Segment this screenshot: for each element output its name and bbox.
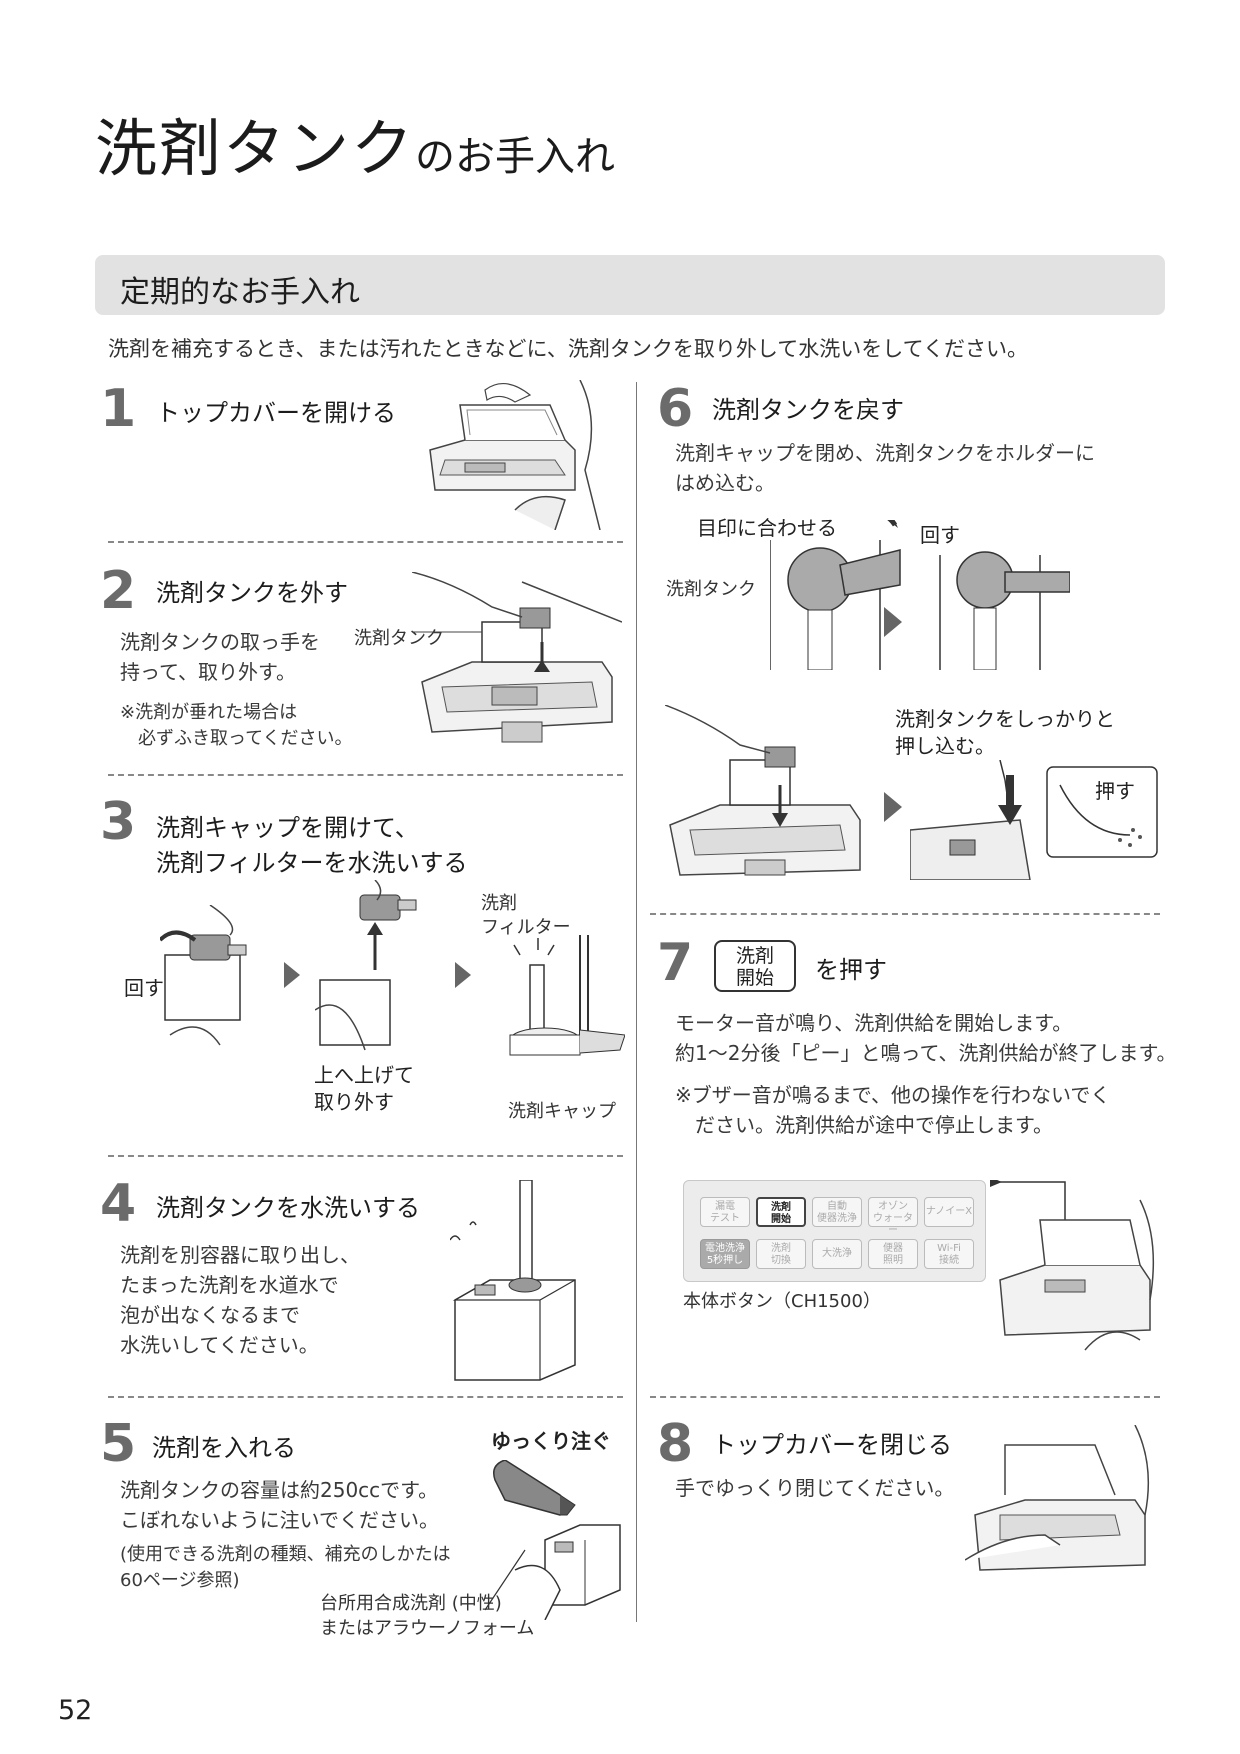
closed-cap-illustration: [930, 550, 1070, 670]
step-note: 必ずふき取ってください。: [120, 728, 353, 749]
panel-button: 自動便器洗浄: [812, 1197, 862, 1227]
column-divider: [636, 382, 637, 1622]
button-label: 洗剤: [735, 945, 774, 967]
label-lift: 上へ上げて: [314, 1063, 414, 1087]
step-number: 5: [100, 1414, 137, 1474]
step-body: 洗剤キャップを閉め、洗剤タンクをホルダーに: [675, 441, 1095, 465]
step-number: 6: [657, 379, 694, 439]
step-body: 泡が出なくなるまで: [120, 1303, 300, 1327]
remove-tank-illustration: [412, 572, 622, 752]
step-body: 洗剤タンクの容量は約250ccです。: [120, 1478, 439, 1502]
wash-tank-illustration: [450, 1180, 585, 1385]
separator: [108, 774, 623, 776]
open-cover-illustration: [425, 380, 620, 530]
step-body: たまった洗剤を水道水で: [120, 1273, 339, 1297]
label-filter: フィルター: [481, 917, 571, 938]
panel-button: ナノイーX: [924, 1197, 974, 1227]
label-tank: 洗剤タンク: [354, 628, 444, 649]
section-banner: 定期的なお手入れ: [95, 255, 1165, 315]
panel-button: 漏電テスト: [700, 1197, 750, 1227]
step-title: 洗剤を入れる: [152, 1434, 296, 1462]
label-tank: 洗剤タンク: [666, 579, 756, 600]
step-body: 水洗いしてください。: [120, 1333, 319, 1357]
step-note: 60ページ参照): [120, 1570, 240, 1591]
separator: [108, 1396, 623, 1398]
page-title-main: 洗剤タンク: [95, 112, 416, 185]
open-cap-illustration: [160, 905, 270, 1055]
label-cap: 洗剤キャップ: [508, 1101, 616, 1122]
panel-button-detergent-start: 洗剤開始: [756, 1197, 806, 1227]
page-number: 52: [58, 1695, 93, 1726]
step-body: 約1～2分後「ピー」と鳴って、洗剤供給が終了します。: [675, 1041, 1177, 1065]
panel-button: 洗剤切換: [756, 1239, 806, 1269]
label-pour: ゆっくり注ぐ: [491, 1429, 611, 1453]
step-body: はめ込む。: [675, 471, 775, 495]
separator: [650, 1396, 1160, 1398]
label-detergent: またはアラウーノフォーム: [320, 1618, 535, 1639]
step-number: 3: [100, 792, 137, 852]
intro-text: 洗剤を補充するとき、または汚れたときなどに、洗剤タンクを取り外して水洗いをしてく…: [108, 337, 1029, 361]
step-note: ※ブザー音が鳴るまで、他の操作を行わないでく: [675, 1083, 1111, 1107]
step-title: 洗剤タンクを戻す: [712, 396, 904, 424]
label-filter: 洗剤: [481, 893, 517, 914]
chevron-right-icon: [284, 962, 300, 988]
chevron-right-icon: [884, 607, 902, 637]
chevron-right-icon: [455, 962, 471, 988]
step-body: こぼれないように注いでください。: [120, 1508, 439, 1532]
step-title: 洗剤フィルターを水洗いする: [156, 849, 468, 877]
section-title: 定期的なお手入れ: [120, 275, 360, 310]
label-detergent: 台所用合成洗剤 (中性): [320, 1593, 502, 1614]
step-title: トップカバーを閉じる: [712, 1431, 952, 1459]
page-title: 洗剤タンクのお手入れ: [95, 98, 615, 188]
close-cover-illustration: [965, 1425, 1160, 1585]
step-body: 持って、取り外す。: [120, 660, 296, 684]
push-tank-illustration: [910, 760, 1040, 880]
step-note: ※洗剤が垂れた場合は: [120, 702, 298, 723]
align-cap-illustration: [770, 520, 910, 670]
step-number: 1: [100, 379, 137, 439]
label-turn: 回す: [920, 523, 960, 547]
step-body: 手でゆっくり閉じてください。: [675, 1476, 955, 1500]
step-note: (使用できる洗剤の種類、補充のしかたは: [120, 1544, 451, 1565]
step-title: 洗剤キャップを開けて、: [156, 814, 419, 842]
step-number: 8: [657, 1414, 694, 1474]
label-turn: 回す: [124, 976, 164, 1000]
label-push: 押す: [1095, 779, 1135, 803]
page-title-sub: のお手入れ: [415, 134, 616, 180]
push-detail-illustration: [1045, 765, 1160, 860]
chevron-right-icon: [884, 792, 902, 822]
panel-caption: 本体ボタン（CH1500）: [683, 1291, 881, 1312]
button-label: 開始: [735, 967, 774, 989]
step-body: モーター音が鳴り、洗剤供給を開始します。: [675, 1011, 1073, 1035]
panel-button: 大洗浄: [812, 1239, 862, 1269]
step-number: 2: [100, 561, 137, 621]
label-align: 目印に合わせる: [697, 516, 837, 540]
step-title: を押す: [815, 956, 887, 984]
label-push-in: 洗剤タンクをしっかりと: [895, 707, 1115, 731]
separator: [650, 913, 1160, 915]
wash-filter-illustration: [490, 935, 625, 1070]
insert-tank-illustration: [665, 705, 865, 880]
step-note: ださい。洗剤供給が途中で停止します。: [675, 1113, 1053, 1137]
panel-button: 便器照明: [868, 1239, 918, 1269]
step-number: 7: [657, 933, 694, 993]
step-number: 4: [100, 1174, 137, 1234]
pour-detergent-illustration: [485, 1460, 625, 1620]
lift-cap-illustration: [315, 880, 425, 1055]
separator: [108, 1155, 623, 1157]
toilet-panel-illustration: [990, 1180, 1160, 1355]
panel-button: オゾンウォーター: [868, 1197, 918, 1236]
step-title: 洗剤タンクを外す: [156, 579, 348, 607]
label-lift: 取り外す: [314, 1090, 394, 1114]
step-title: 洗剤タンクを水洗いする: [156, 1194, 420, 1222]
detergent-start-button-icon: 洗剤 開始: [714, 940, 796, 992]
step-title: トップカバーを開ける: [156, 399, 396, 427]
label-push-in: 押し込む。: [895, 734, 995, 758]
step-body: 洗剤を別容器に取り出し、: [120, 1243, 360, 1267]
separator: [108, 541, 623, 543]
step-body: 洗剤タンクの取っ手を: [120, 630, 320, 654]
